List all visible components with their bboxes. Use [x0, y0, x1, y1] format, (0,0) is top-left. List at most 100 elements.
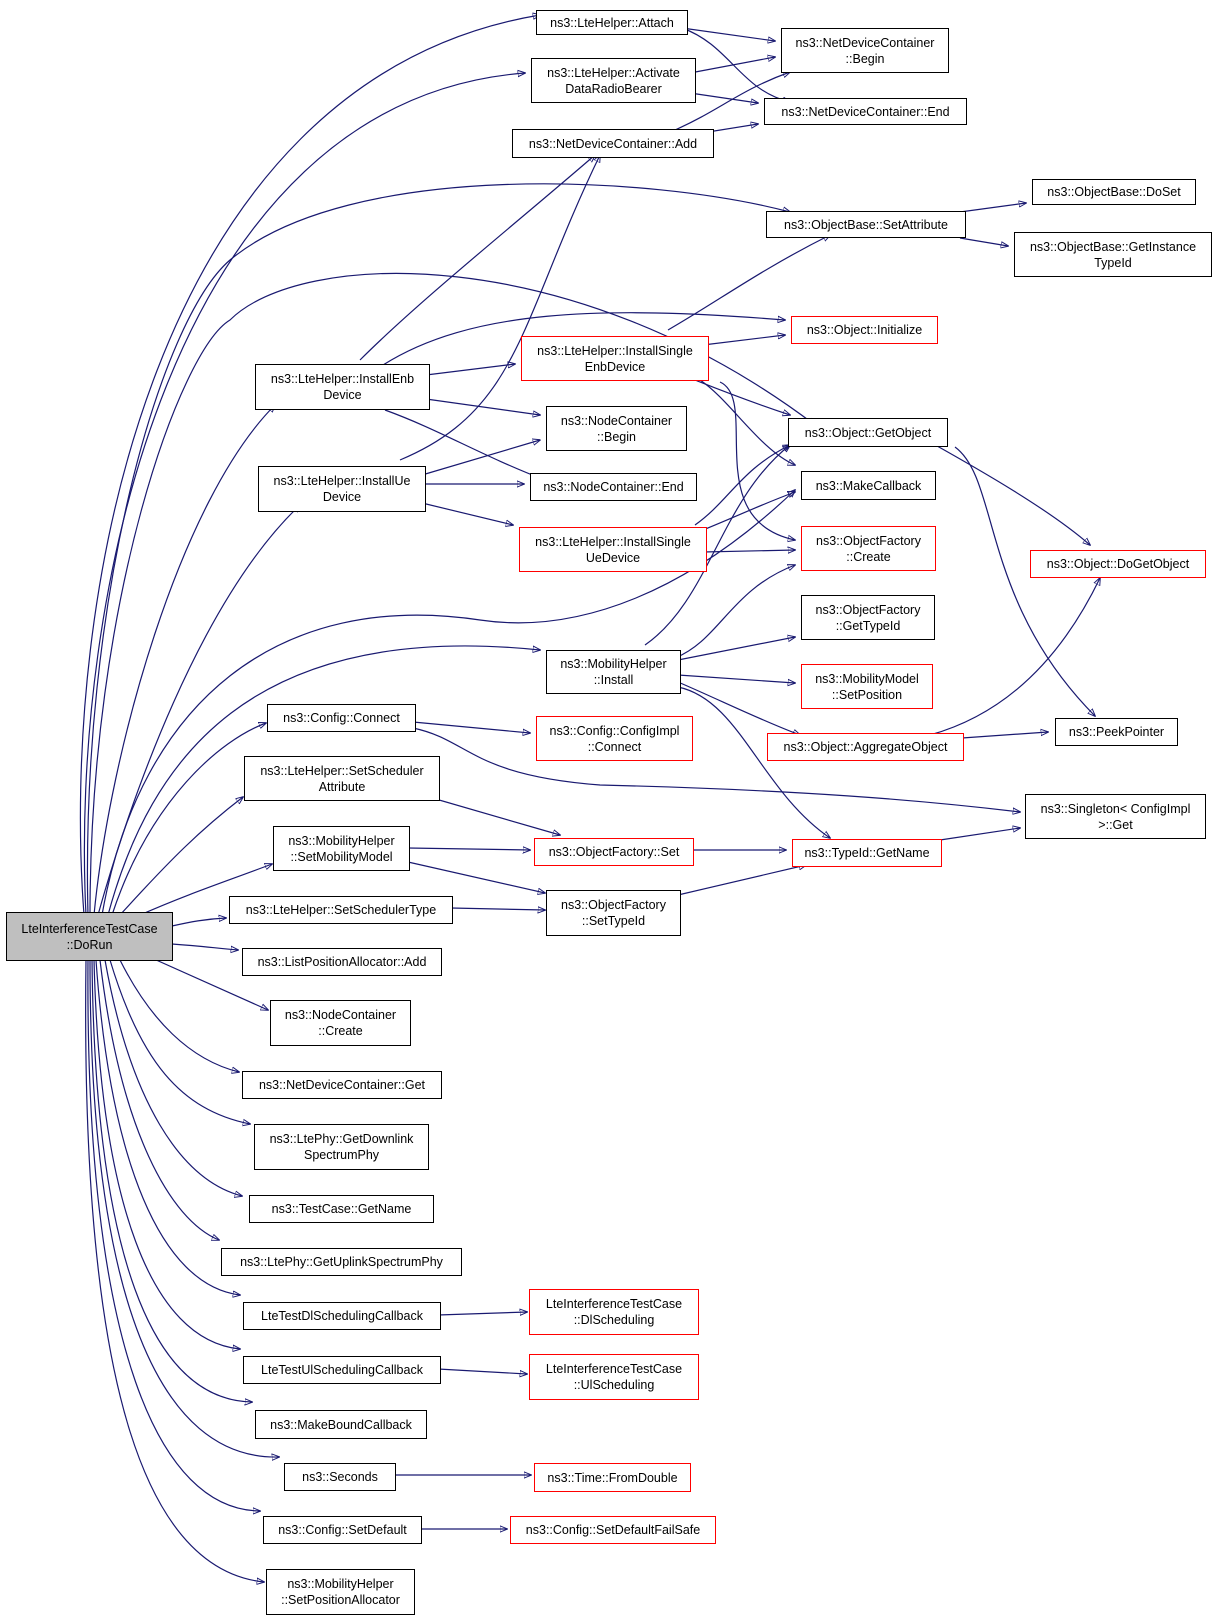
node-singleton-get[interactable]: ns3::Singleton< ConfigImpl >::Get [1025, 794, 1206, 839]
edge-settypeid-getname [677, 865, 806, 896]
node-label: LteInterferenceTestCase [21, 921, 158, 936]
node-set-mob-model[interactable]: ns3::MobilityHelper::SetMobilityModel [273, 826, 410, 871]
edge-aggregate-peekpointer [961, 732, 1048, 739]
node-ul-sched-cb[interactable]: LteTestUlSchedulingCallback [243, 1356, 441, 1384]
edge-dl-sched-cb [437, 1312, 527, 1315]
node-label: ns3::Config::SetDefaultFailSafe [525, 1523, 701, 1537]
node-label: ns3::Seconds [302, 1470, 378, 1484]
node-objfactory-set[interactable]: ns3::ObjectFactory::Set [534, 838, 694, 866]
edge-root-set-sched-type [171, 918, 226, 927]
node-time-fromdouble[interactable]: ns3::Time::FromDouble [534, 1463, 691, 1492]
node-label: ns3::LtePhy::GetDownlink [269, 1132, 414, 1146]
node-testcase-getname[interactable]: ns3::TestCase::GetName [249, 1195, 434, 1223]
edge-set-mob-model-set [407, 848, 530, 850]
node-ndc-get[interactable]: ns3::NetDeviceContainer::Get [242, 1071, 442, 1099]
edge-root-ul-sched-cb [93, 959, 240, 1349]
node-label: ns3::LtePhy::GetUplinkSpectrumPhy [240, 1255, 443, 1269]
node-objfactory-settypeid[interactable]: ns3::ObjectFactory::SetTypeId [546, 890, 681, 936]
edge-mobility-typeid-getname [677, 686, 830, 838]
node-object-dogetobject[interactable]: ns3::Object::DoGetObject [1030, 550, 1206, 578]
edge-attach-ndc-begin [681, 27, 775, 41]
node-label: ns3::NodeContainer [284, 1008, 397, 1022]
node-nc-create[interactable]: ns3::NodeContainer::Create [270, 1000, 411, 1046]
node-object-initialize[interactable]: ns3::Object::Initialize [791, 316, 938, 344]
node-object-getobject[interactable]: ns3::Object::GetObject [788, 418, 948, 447]
node-label: ns3::Singleton< ConfigImpl [1040, 801, 1191, 816]
node-ltehelper-attach[interactable]: ns3::LteHelper::Attach [536, 10, 688, 35]
node-ul-sched[interactable]: LteInterferenceTestCase::UlScheduling [529, 1354, 699, 1400]
node-label: ns3::Config::SetDefault [278, 1523, 407, 1537]
edge-connect-singleton [412, 727, 1020, 812]
edge-single-enb-initialize [702, 335, 785, 346]
node-objfactory-create[interactable]: ns3::ObjectFactory::Create [801, 526, 936, 571]
node-root: LteInterferenceTestCase::DoRun [6, 912, 173, 961]
node-objbase-setattr[interactable]: ns3::ObjectBase::SetAttribute [766, 211, 966, 238]
node-mobmodel-setpos[interactable]: ns3::MobilityModel::SetPosition [801, 664, 933, 709]
node-label: Device [323, 388, 362, 402]
node-peek-pointer[interactable]: ns3::PeekPointer [1055, 718, 1178, 746]
edge-root-config-connect [111, 723, 266, 916]
node-label: ns3::LteHelper::SetScheduler [260, 763, 424, 778]
node-typeid-getname[interactable]: ns3::TypeId::GetName [792, 839, 942, 867]
node-aggregate-object[interactable]: ns3::Object::AggregateObject [767, 733, 964, 761]
node-listpos-add[interactable]: ns3::ListPositionAllocator::Add [242, 948, 442, 976]
node-config-setdefault-failsafe[interactable]: ns3::Config::SetDefaultFailSafe [510, 1516, 716, 1544]
edge-mobility-setpos [677, 674, 795, 683]
node-label: ns3::NetDeviceContainer [795, 35, 935, 50]
node-label: ns3::MobilityHelper [287, 1577, 394, 1591]
edge-root-getobject [89, 272, 815, 916]
node-ndc-begin[interactable]: ns3::NetDeviceContainer::Begin [781, 28, 949, 73]
node-label: ns3::NodeContainer [560, 413, 673, 428]
node-objbase-doset[interactable]: ns3::ObjectBase::DoSet [1032, 179, 1196, 205]
edge-root-setattr [86, 183, 790, 916]
node-config-setdefault[interactable]: ns3::Config::SetDefault [263, 1516, 422, 1544]
node-label: ns3::MobilityModel [815, 671, 919, 686]
edge-aggregate-dogetobject [929, 578, 1100, 736]
node-ndc-add[interactable]: ns3::NetDeviceContainer::Add [512, 129, 714, 158]
edge-install-ue-ndc-add [399, 155, 600, 461]
node-nc-end[interactable]: ns3::NodeContainer::End [530, 473, 697, 501]
node-make-callback[interactable]: ns3::MakeCallback [801, 471, 936, 500]
edge-set-sched-type-settypeid [450, 908, 545, 910]
node-configimpl-connect[interactable]: ns3::Config::ConfigImpl::Connect [536, 716, 693, 761]
node-set-sched-type[interactable]: ns3::LteHelper::SetSchedulerType [229, 896, 453, 924]
node-label: ::GetTypeId [835, 618, 901, 633]
node-label: ns3::ObjectFactory [815, 602, 921, 617]
node-set-pos-alloc[interactable]: ns3::MobilityHelper::SetPositionAllocato… [266, 1569, 415, 1615]
node-label: EnbDevice [584, 359, 646, 374]
node-dl-sched-cb[interactable]: LteTestDlSchedulingCallback [243, 1302, 441, 1330]
node-make-bound-cb[interactable]: ns3::MakeBoundCallback [255, 1410, 427, 1439]
node-label: ns3::ListPositionAllocator::Add [257, 955, 427, 969]
node-label: ::DlScheduling [573, 1313, 655, 1327]
node-label: Attribute [318, 779, 366, 794]
node-label: ::Begin [845, 51, 885, 66]
node-nc-begin[interactable]: ns3::NodeContainer::Begin [546, 406, 687, 451]
node-mobility-install[interactable]: ns3::MobilityHelper::Install [546, 650, 681, 694]
node-config-connect[interactable]: ns3::Config::Connect [267, 704, 416, 732]
node-label: ns3::ObjectFactory [561, 898, 666, 912]
node-label: ns3::NodeContainer::End [543, 480, 684, 494]
node-ndc-end[interactable]: ns3::NetDeviceContainer::End [764, 98, 967, 125]
edge-root-install-enb [93, 405, 275, 916]
node-dl-sched[interactable]: LteInterferenceTestCase::DlScheduling [529, 1289, 699, 1335]
edge-root-set-mob-model [139, 864, 272, 916]
node-seconds[interactable]: ns3::Seconds [284, 1463, 396, 1491]
edge-ul-sched-cb [437, 1368, 527, 1374]
node-get-ul-phy[interactable]: ns3::LtePhy::GetUplinkSpectrumPhy [221, 1248, 462, 1276]
edge-getname-singleton [939, 828, 1020, 841]
node-objfactory-gettypeid[interactable]: ns3::ObjectFactory::GetTypeId [801, 595, 935, 640]
edge-root-seconds [89, 959, 279, 1457]
edge-root-config-setdefault [87, 959, 260, 1511]
node-label: ns3::NetDeviceContainer::Add [528, 136, 698, 151]
edge-single-enb-makecallback [699, 379, 795, 465]
edge-root-make-bound-cb [91, 959, 252, 1402]
